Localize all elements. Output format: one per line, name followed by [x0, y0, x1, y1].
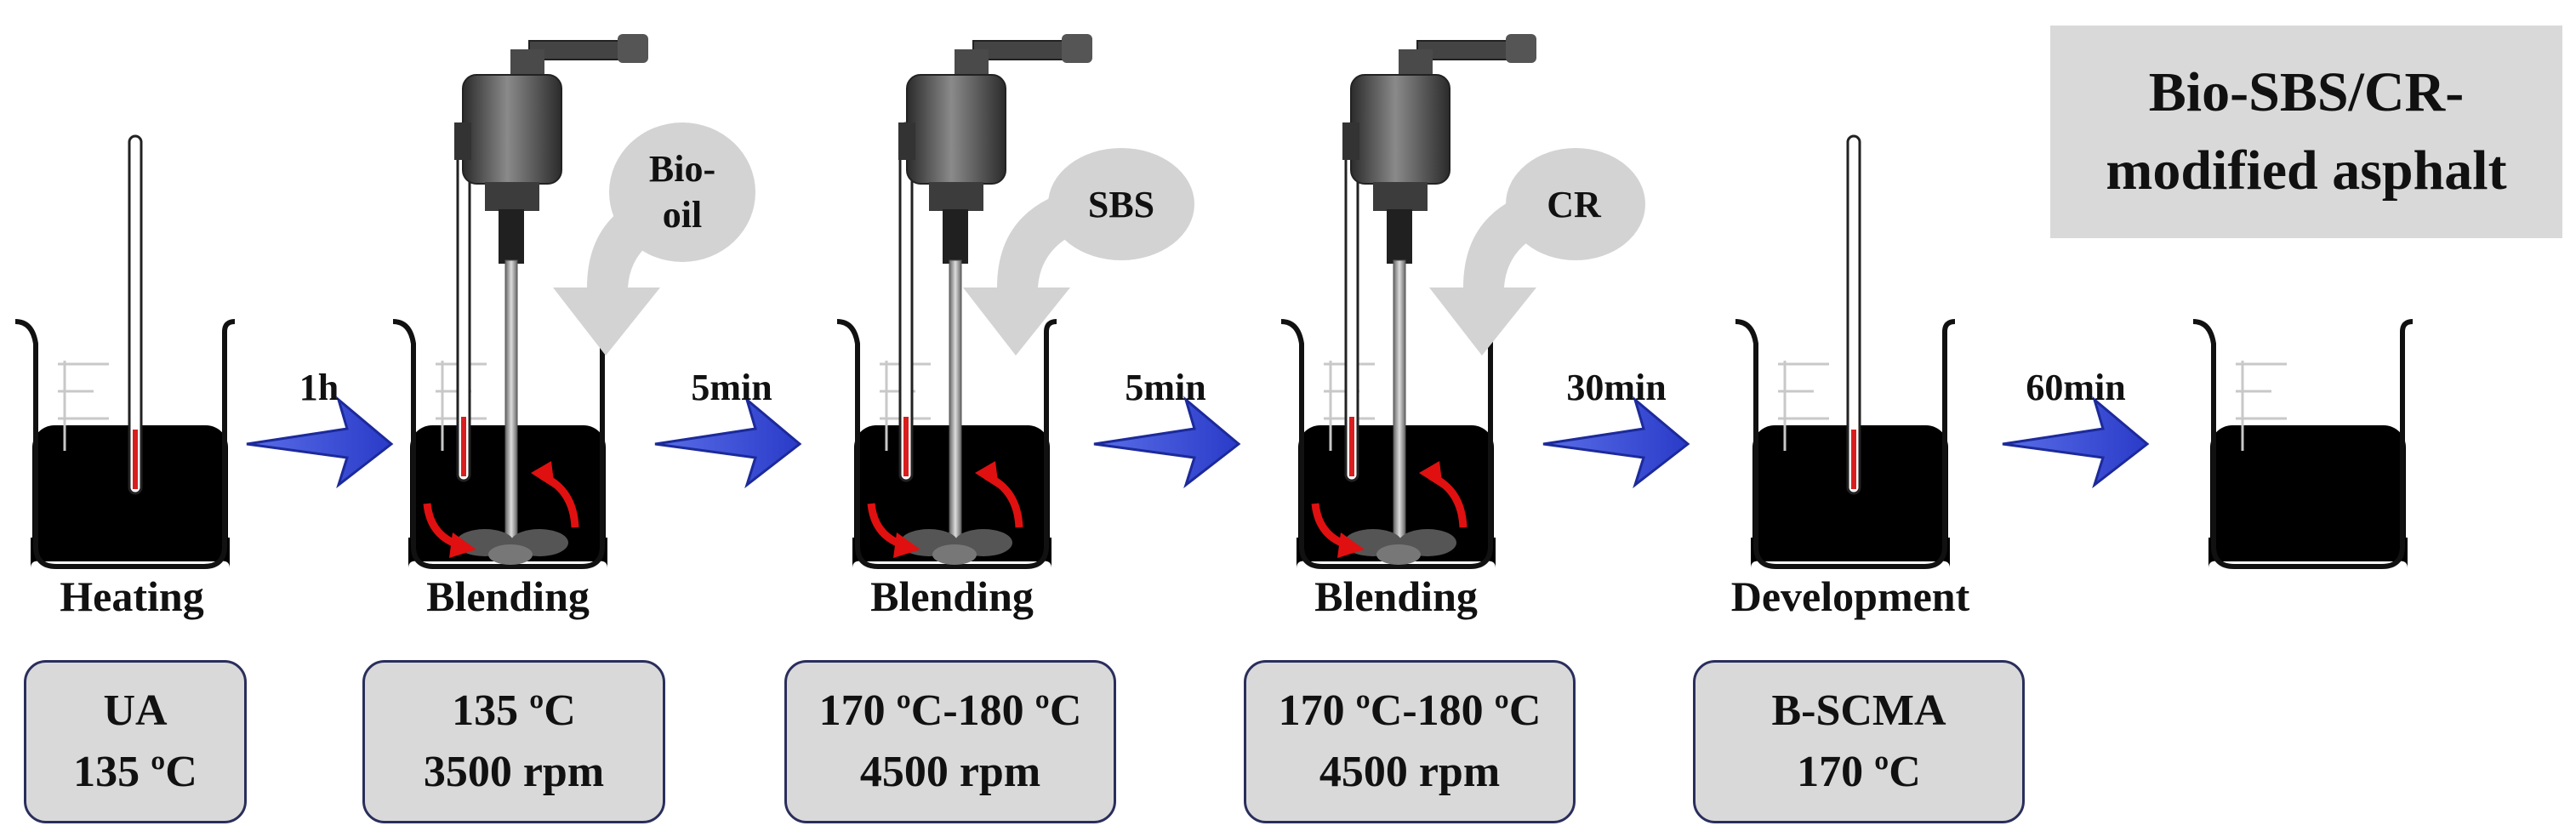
step-label: Development: [1730, 572, 1970, 620]
condition-line: 4500 rpm: [1319, 748, 1501, 796]
arrow-time-label: 60min: [2026, 367, 2126, 408]
step-label: Blending: [870, 572, 1034, 620]
condition-line: 135 ºC: [452, 686, 576, 735]
process-arrow-icon: [2001, 398, 2149, 487]
thermometer-icon: [128, 134, 143, 495]
condition-box: UA 135 ºC: [24, 660, 247, 823]
process-arrow-icon: [245, 398, 393, 487]
process-arrow-icon: [1542, 398, 1690, 487]
beaker-blending-2: [837, 322, 1057, 568]
step-label: Heating: [60, 572, 204, 620]
process-arrow-icon: [653, 398, 801, 487]
condition-box: B-SCMA 170 ºC: [1693, 660, 2025, 823]
result-title-line: Bio-SBS/CR-: [2148, 61, 2465, 123]
arrow-time-label: 1h: [299, 367, 339, 408]
additive-label: Bio-oil: [648, 148, 716, 236]
additive-label: SBS: [1087, 184, 1155, 225]
condition-line: 135 ºC: [73, 748, 197, 796]
condition-line: B-SCMA: [1771, 686, 1946, 735]
additive-bubble-sbs: [1048, 148, 1194, 260]
condition-line: UA: [103, 686, 168, 735]
beaker-heating: [15, 322, 235, 568]
arrow-time-label: 5min: [691, 367, 772, 408]
process-arrow-icon: [1092, 398, 1240, 487]
condition-box: 170 ºC-180 ºC 4500 rpm: [784, 660, 1116, 823]
additive-bubble-bio-oil: [609, 122, 755, 262]
condition-line: 170 ºC: [1797, 748, 1921, 796]
result-title-line: modified asphalt: [2106, 140, 2507, 202]
beaker-blending-1: [393, 322, 613, 568]
condition-line: 3500 rpm: [423, 748, 605, 796]
thermometer-icon: [1846, 134, 1861, 495]
additive-bubble-cr: [1506, 148, 1645, 260]
beaker-final: [2193, 322, 2413, 568]
step-label: Blending: [426, 572, 590, 620]
condition-box: 170 ºC-180 ºC 4500 rpm: [1244, 660, 1576, 823]
step-label: Blending: [1314, 572, 1478, 620]
condition-line: 4500 rpm: [859, 748, 1041, 796]
result-title-box: Bio-SBS/CR- modified asphalt: [2050, 26, 2562, 238]
arrow-time-label: 30min: [1566, 367, 1667, 408]
arrow-time-label: 5min: [1125, 367, 1206, 408]
condition-box: 135 ºC 3500 rpm: [362, 660, 665, 823]
additive-label: CR: [1547, 184, 1601, 225]
condition-line: 170 ºC-180 ºC: [1278, 686, 1542, 735]
beaker-blending-3: [1281, 322, 1501, 568]
condition-line: 170 ºC-180 ºC: [818, 686, 1082, 735]
beaker-development: [1735, 322, 1955, 568]
